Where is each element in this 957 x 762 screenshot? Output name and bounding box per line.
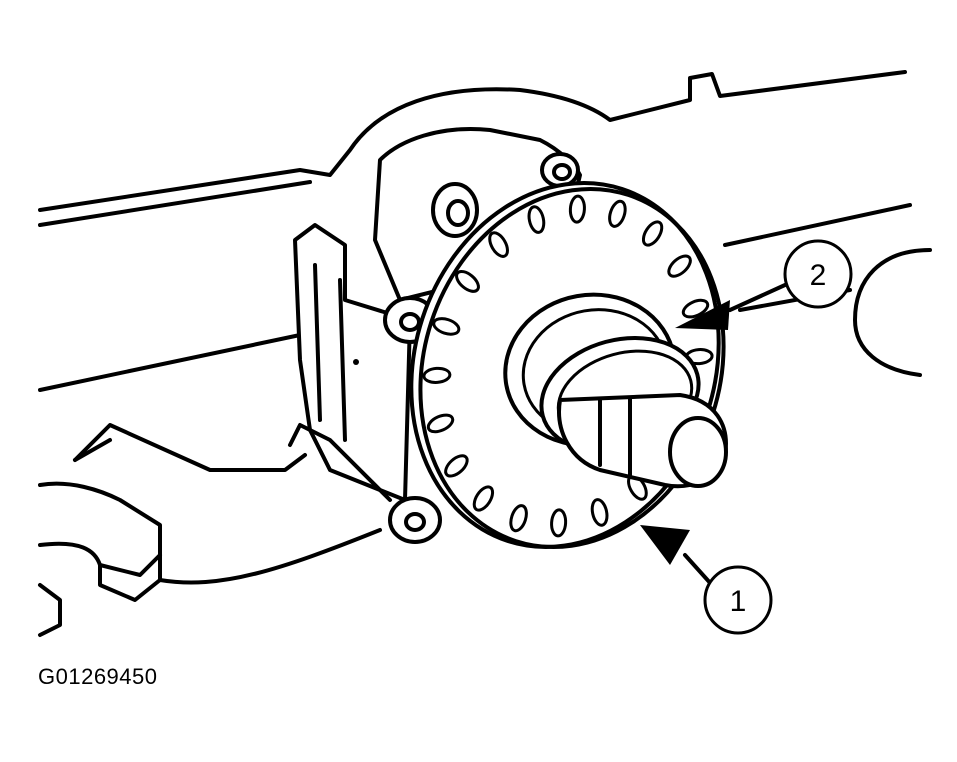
wheel-slot <box>568 194 586 224</box>
wheel-slot <box>422 366 452 384</box>
pointer-arrow-2 <box>675 283 787 330</box>
callout-2: 2 <box>783 239 853 309</box>
pointer-arrow-1 <box>640 525 714 587</box>
wheel-slot <box>432 317 461 336</box>
shaft-hub <box>503 292 728 489</box>
lower-bracket <box>38 423 382 637</box>
wheel-slot <box>472 485 495 512</box>
wheel-slot <box>667 254 692 278</box>
figure-id-label: G01269450 <box>38 664 158 689</box>
wheel-slot <box>426 413 455 434</box>
wheel-slot <box>590 498 609 527</box>
wheel-slot <box>681 298 710 319</box>
callout-label-2: 2 <box>810 259 827 292</box>
wheel-slot <box>641 220 664 247</box>
callout-label-1: 1 <box>730 585 747 618</box>
wheel-slot <box>550 508 568 538</box>
wheel-slot <box>509 504 528 533</box>
wheel-slot <box>608 199 627 228</box>
engine-cover <box>38 70 932 392</box>
wheel-slot <box>455 269 480 293</box>
mounting-bracket <box>288 223 442 544</box>
callout-1: 1 <box>703 565 773 635</box>
wheel-slot <box>444 454 469 478</box>
wheel-slot <box>488 231 509 258</box>
wheel-slot <box>527 205 546 234</box>
